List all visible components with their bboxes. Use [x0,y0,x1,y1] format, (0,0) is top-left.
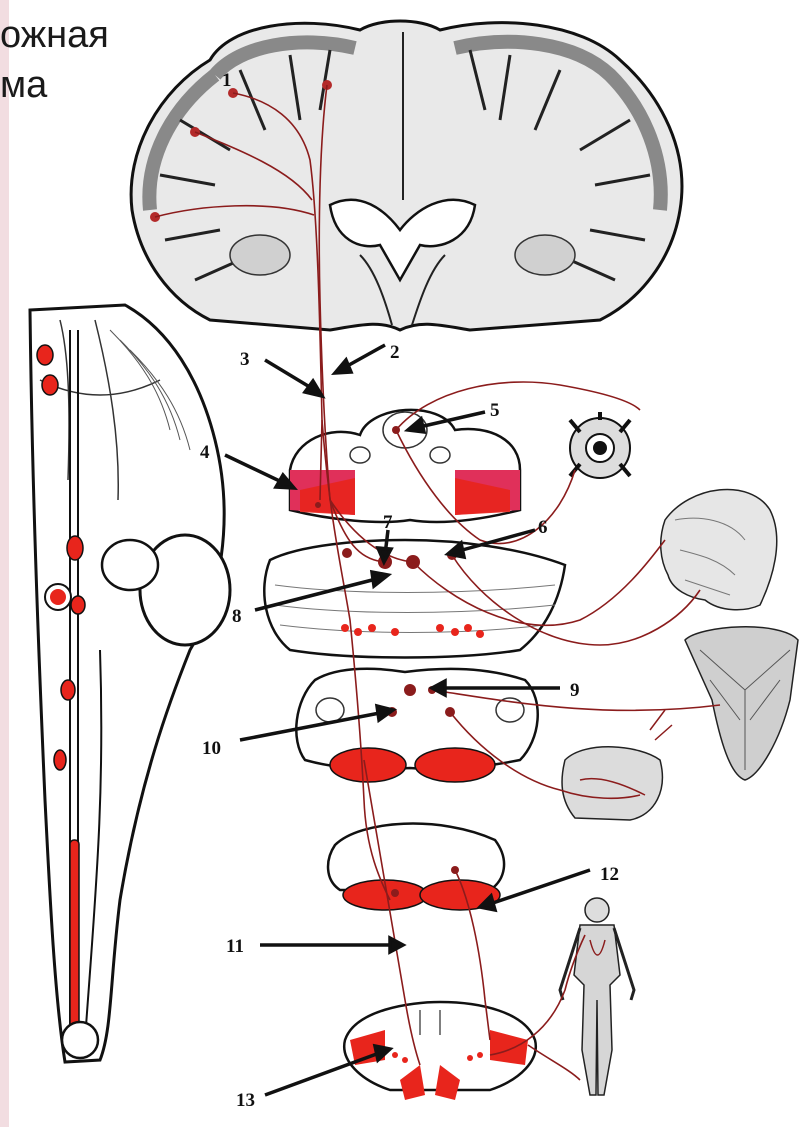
label-1: 1 [222,70,232,91]
spinal-cord-upper-section [328,824,504,910]
label-3: 3 [240,349,250,370]
brain-coronal-section [131,21,682,330]
label-7: 7 [383,512,393,533]
label-4: 4 [200,442,210,463]
label-8: 8 [232,606,242,627]
medulla-section [296,669,537,782]
label-5: 5 [490,400,500,421]
label-12: 12 [600,864,619,885]
label-6: 6 [538,517,548,538]
human-figure-illustration [560,898,634,1095]
label-2: 2 [390,342,400,363]
label-10: 10 [202,738,221,759]
label-11: 11 [226,936,244,957]
pons-section [264,540,565,658]
tongue-pharynx-illustration [562,710,672,820]
label-9: 9 [570,680,580,701]
eye-illustration [570,412,630,478]
brainstem-longitudinal-section [30,305,230,1062]
label-13: 13 [236,1090,255,1111]
head-profile-illustration [661,489,777,609]
neck-muscles-illustration [685,627,798,780]
